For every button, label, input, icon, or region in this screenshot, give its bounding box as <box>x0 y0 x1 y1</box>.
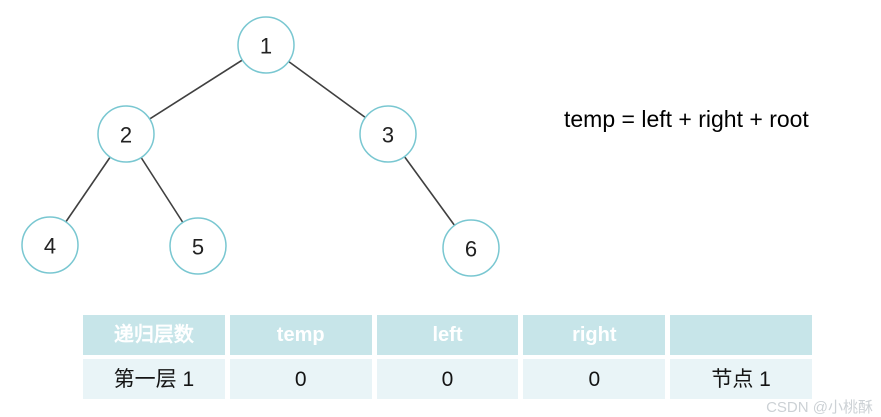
tree-node-label-1: 1 <box>260 34 272 59</box>
formula-text: temp = left + right + root <box>564 106 809 132</box>
binary-tree-diagram: 1 2 3 4 5 6 <box>21 16 500 277</box>
table-cell-node: 节点 1 <box>670 359 812 399</box>
watermark: CSDN @小桃酥 <box>766 399 873 416</box>
tree-node-label-2: 2 <box>120 123 132 148</box>
table-header-right: right <box>523 315 666 355</box>
tree-node-circle-1 <box>237 16 295 74</box>
tree-node-circle-6 <box>442 219 500 277</box>
table-header-empty <box>670 315 812 355</box>
table-cell-left: 0 <box>376 359 519 399</box>
tree-node-label-6: 6 <box>465 237 477 262</box>
tree-node-circle-3 <box>359 105 417 163</box>
tree-node-label-5: 5 <box>192 235 204 260</box>
tree-node-circle-2 <box>97 105 155 163</box>
table-header-temp: temp <box>229 315 372 355</box>
table-header-recursion-level: 递归层数 <box>83 315 225 355</box>
tree-node-circle-4 <box>21 216 79 274</box>
table-cell-right: 0 <box>523 359 666 399</box>
table-header-left: left <box>376 315 519 355</box>
tree-node-label-4: 4 <box>44 234 56 259</box>
table-cell-level: 第一层 1 <box>83 359 225 399</box>
tree-node-circle-5 <box>169 217 227 275</box>
tree-node-label-3: 3 <box>382 123 394 148</box>
trace-table: 递归层数 temp left right 第一层 1 0 0 0 节点 1 <box>83 315 812 399</box>
table-cell-temp: 0 <box>229 359 372 399</box>
